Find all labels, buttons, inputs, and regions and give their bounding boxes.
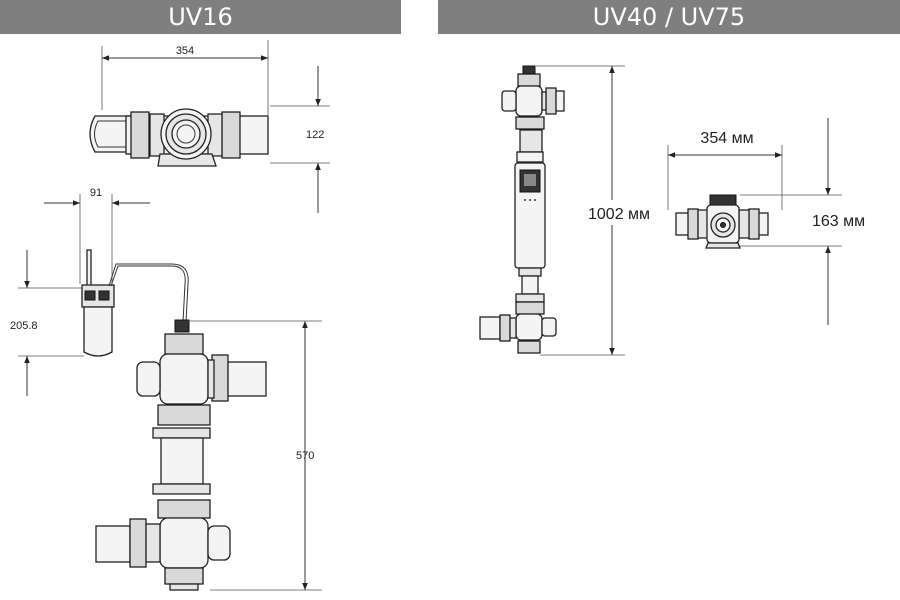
uv40-width-label: 354 мм bbox=[700, 130, 753, 147]
uv16-length-label: 570 bbox=[296, 450, 314, 462]
uv40-height-label: 163 мм bbox=[812, 213, 865, 230]
uv16-head-height-label: 205.8 bbox=[10, 320, 38, 332]
uv40-length-label: 1002 мм bbox=[588, 206, 650, 223]
uv16-top-view bbox=[89, 40, 330, 213]
uv16-front-view bbox=[18, 194, 322, 591]
uv40-top-view bbox=[667, 118, 842, 325]
uv16-top-height-label: 122 bbox=[306, 129, 324, 141]
uv16-head-width-label: 91 bbox=[90, 187, 102, 199]
banner-uv40-uv75: UV40 / UV75 bbox=[438, 0, 900, 34]
uv40-side-view bbox=[479, 65, 625, 356]
uv16-top-width-label: 354 bbox=[176, 45, 194, 57]
banner-uv16: UV16 bbox=[0, 0, 401, 34]
